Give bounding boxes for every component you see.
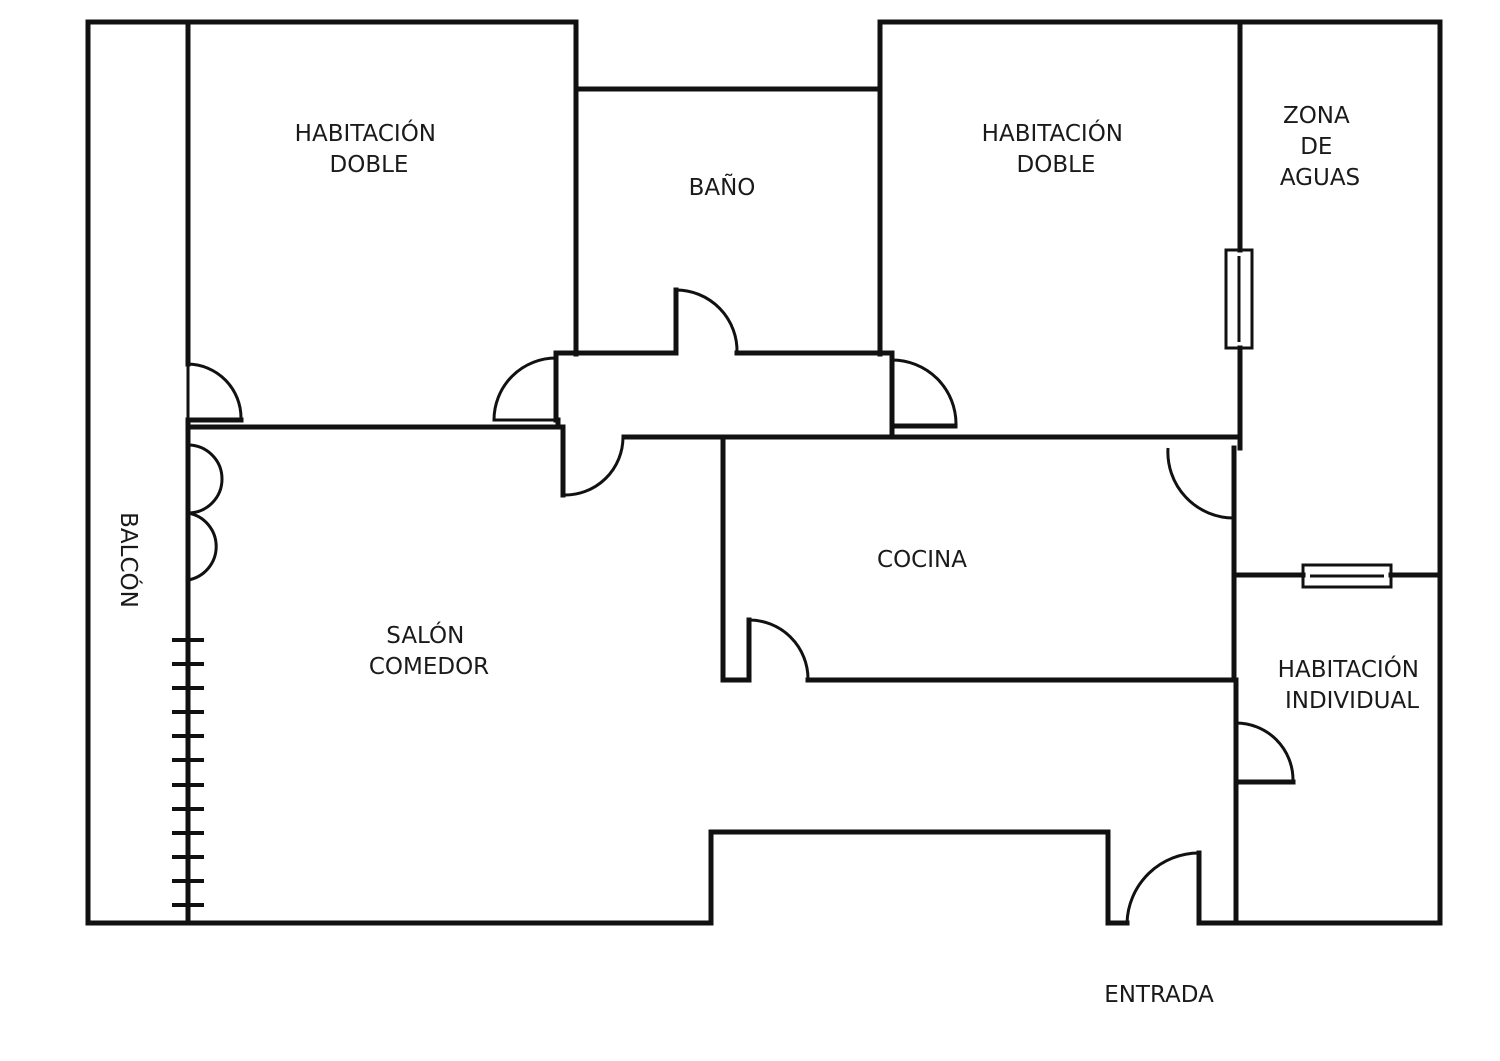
label-bedroom-left: HABITACIÓN DOBLE <box>295 119 444 178</box>
windows <box>1224 248 1393 589</box>
label-living: SALÓN COMEDOR <box>369 621 489 680</box>
label-single-room: HABITACIÓN INDIVIDUAL <box>1278 655 1427 714</box>
walls <box>85 19 1443 926</box>
door-swing-bedroom-left <box>187 362 243 419</box>
door-swing-kitchen-right <box>1166 447 1235 520</box>
balcony-door-lower <box>187 511 218 582</box>
label-balcony: BALCÓN <box>115 512 143 608</box>
door-swing-bathroom <box>675 288 739 354</box>
label-laundry: ZONA DE AGUAS <box>1280 103 1360 191</box>
window-bedroom-right <box>1224 248 1254 350</box>
balcony-railing <box>172 638 204 907</box>
door-swing-corridor-left <box>492 356 557 422</box>
label-entrance: ENTRADA <box>1104 982 1214 1008</box>
corridor-top-wall-right <box>734 350 895 363</box>
door-swing-bedroom-right <box>891 358 958 425</box>
label-kitchen: COCINA <box>877 547 967 573</box>
door-swing-living <box>562 436 625 497</box>
corridor-top-wall-left <box>553 350 679 385</box>
balcony-door-upper <box>187 443 224 515</box>
room-labels: HABITACIÓN DOBLE BAÑO HABITACIÓN DOBLE Z… <box>115 103 1427 1008</box>
door-swing-kitchen-bottom <box>748 618 810 680</box>
bottom-notch-wall <box>708 829 1130 926</box>
label-bathroom: BAÑO <box>689 173 756 201</box>
door-swing-entrance <box>1125 851 1200 924</box>
doors <box>185 287 1295 926</box>
door-swing-single-room <box>1235 721 1295 781</box>
label-bedroom-right: HABITACIÓN DOBLE <box>982 119 1131 178</box>
window-single-room <box>1301 563 1393 589</box>
